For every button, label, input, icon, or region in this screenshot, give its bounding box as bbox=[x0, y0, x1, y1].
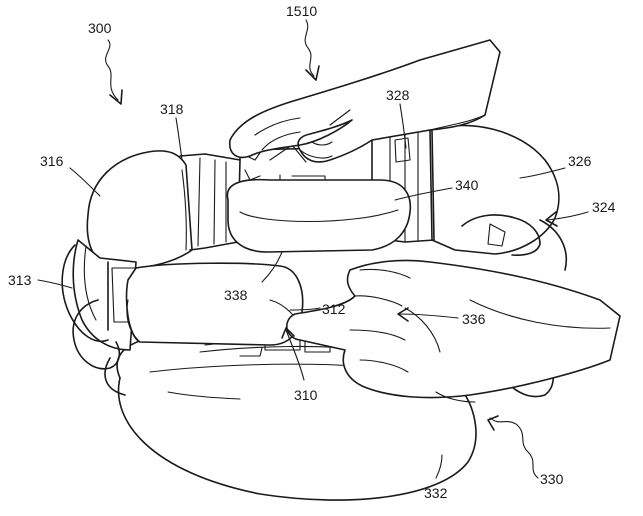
lower-band bbox=[125, 262, 304, 346]
label-338: 338 bbox=[224, 287, 248, 303]
reference-labels: 300 1510 318 328 316 326 340 324 313 338… bbox=[8, 3, 616, 501]
upper-hand bbox=[228, 39, 501, 163]
label-318: 318 bbox=[160, 101, 184, 117]
label-313: 313 bbox=[8, 272, 32, 288]
label-340: 340 bbox=[455, 177, 479, 193]
top-band bbox=[226, 178, 412, 253]
label-312: 312 bbox=[322, 301, 346, 317]
label-330: 330 bbox=[540, 471, 564, 487]
leader-lines bbox=[37, 19, 589, 479]
label-336: 336 bbox=[462, 311, 486, 327]
label-316: 316 bbox=[40, 153, 64, 169]
label-300: 300 bbox=[88, 20, 112, 36]
label-326: 326 bbox=[568, 153, 592, 169]
left-housing bbox=[61, 150, 241, 396]
label-1510: 1510 bbox=[286, 3, 317, 19]
label-324: 324 bbox=[592, 199, 616, 215]
base-plate bbox=[117, 363, 477, 501]
lower-hand bbox=[286, 259, 621, 403]
label-328: 328 bbox=[386, 87, 410, 103]
label-332: 332 bbox=[424, 485, 448, 501]
label-310: 310 bbox=[294, 387, 318, 403]
